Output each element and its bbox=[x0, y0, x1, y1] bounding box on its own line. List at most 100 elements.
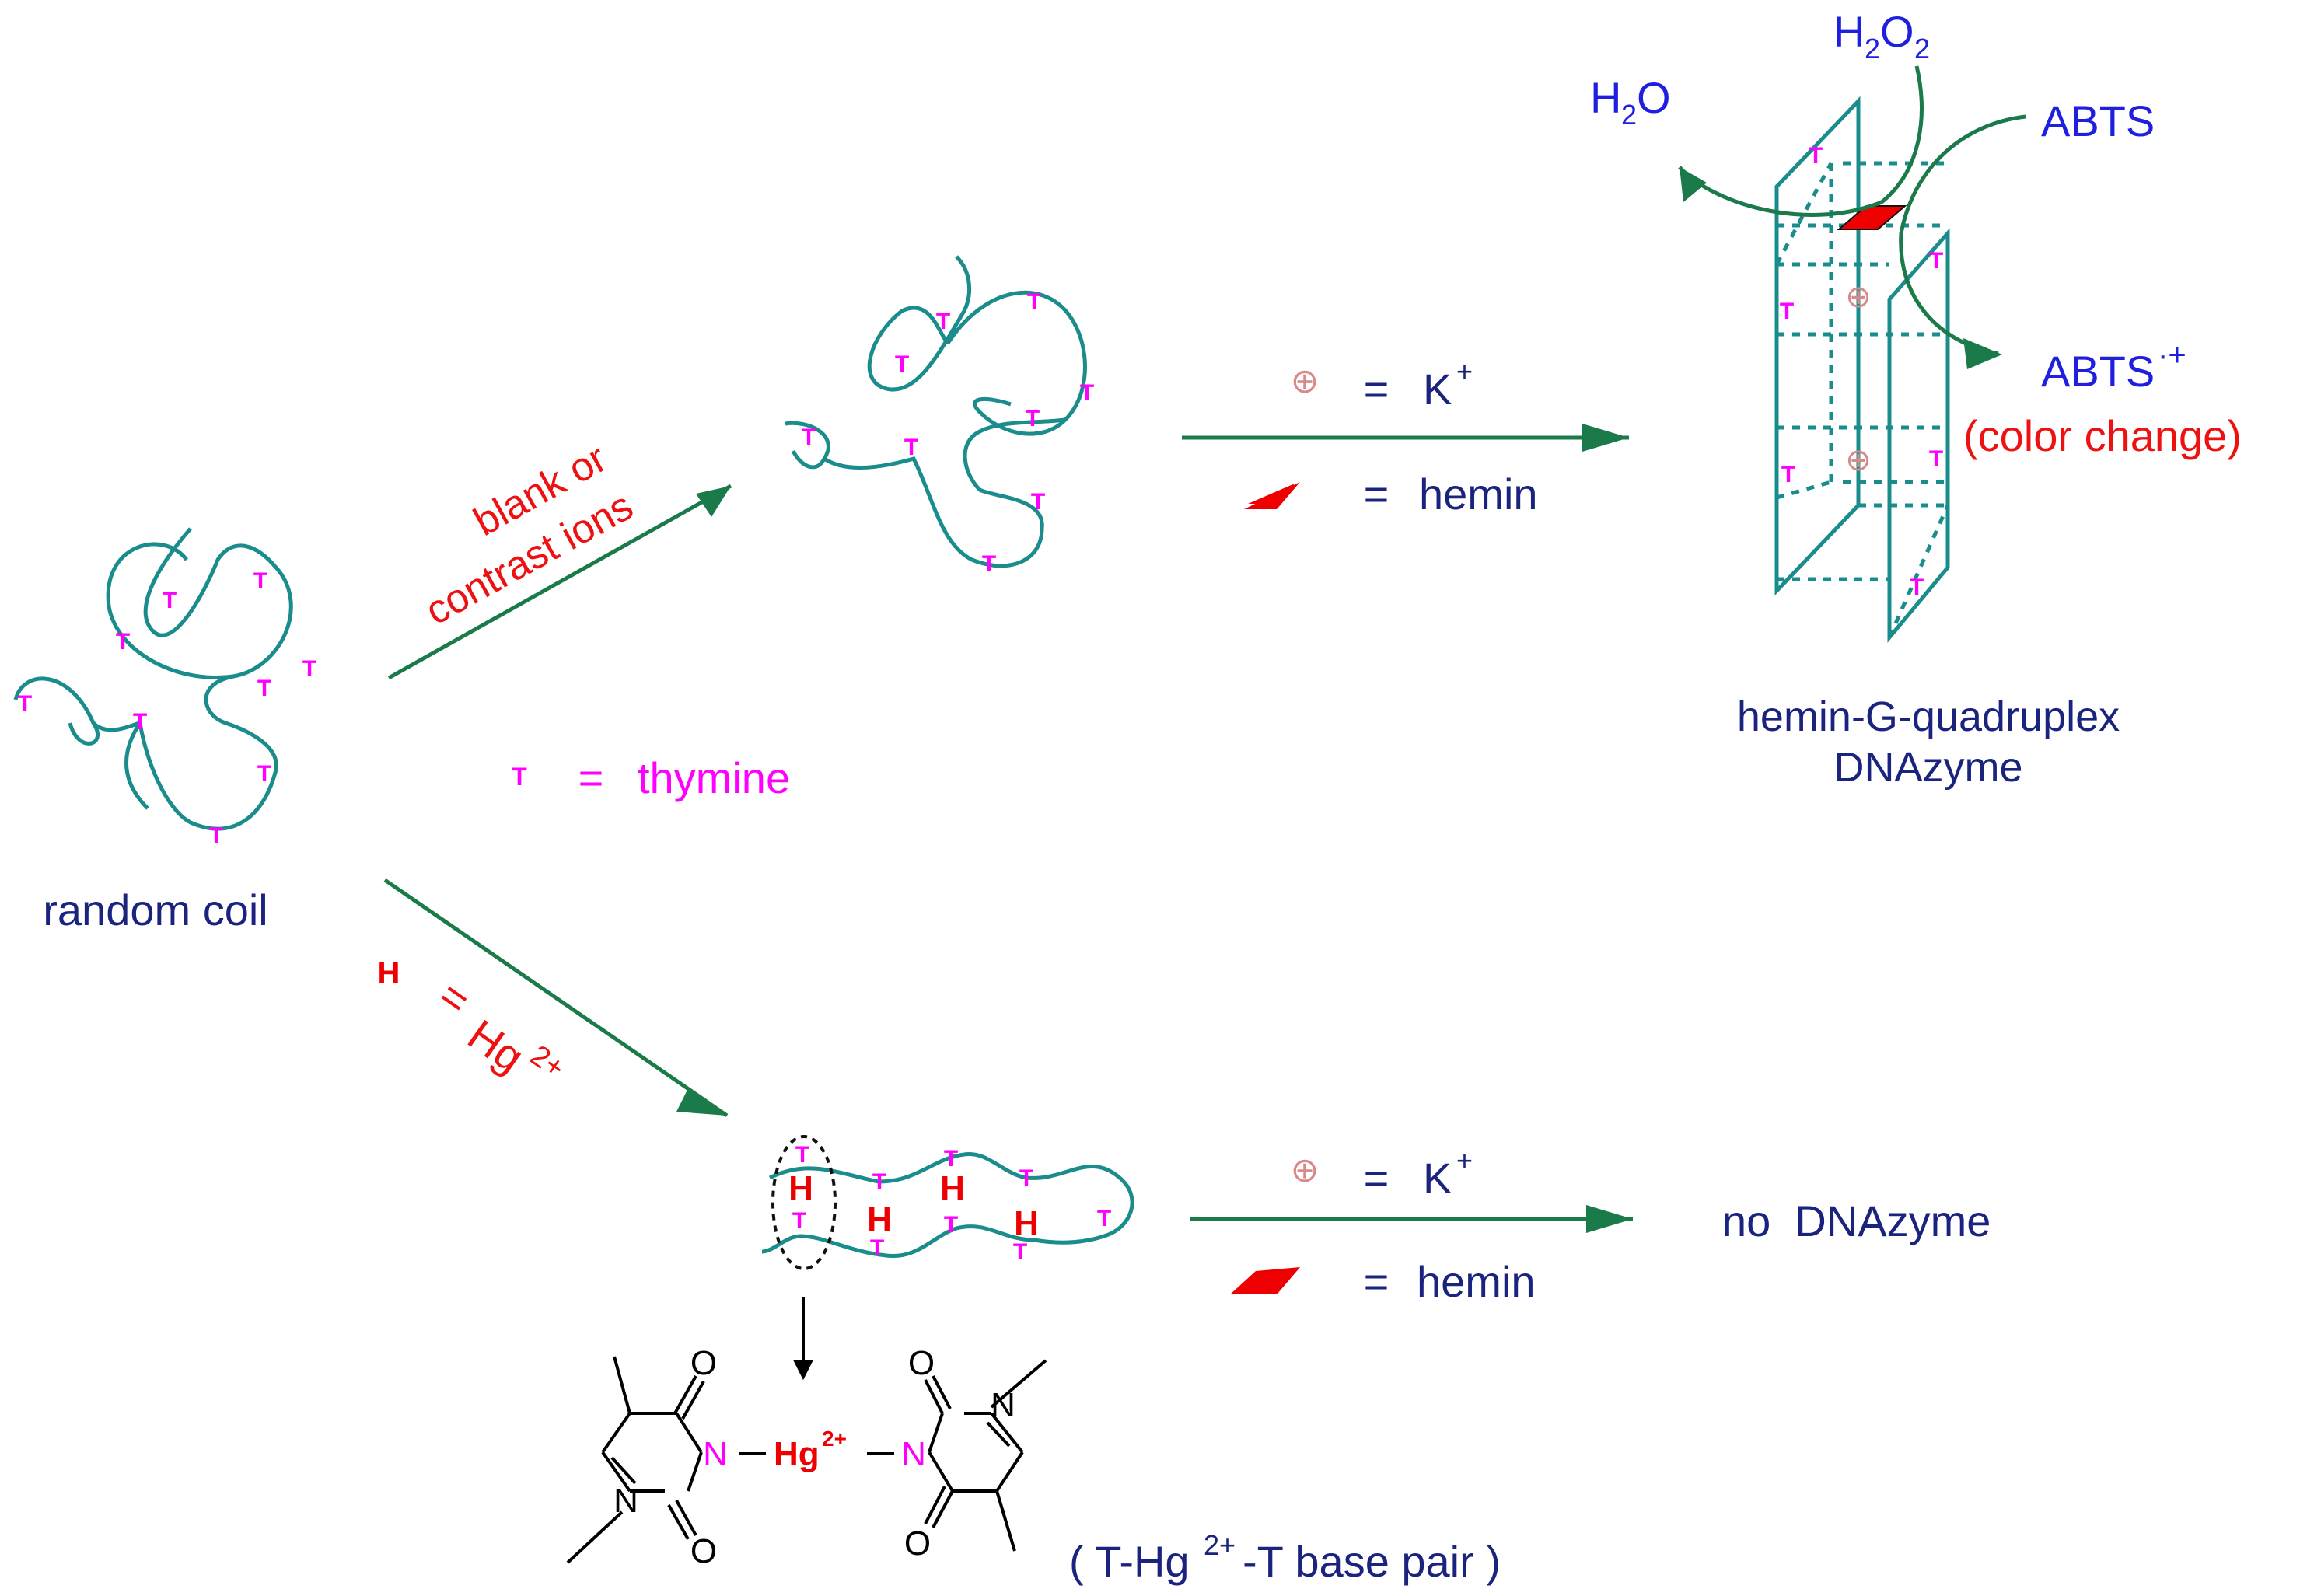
hg-center-sup: 2+ bbox=[822, 1427, 847, 1451]
thymine-mark: T bbox=[1013, 1239, 1027, 1265]
thymine-mark: T bbox=[1809, 143, 1823, 169]
t-hg-t-base-pair bbox=[566, 1356, 1047, 1564]
h2o-curve bbox=[1678, 166, 1882, 217]
abts-curve bbox=[1899, 114, 2026, 356]
k-ion-bottom: K bbox=[1423, 1154, 1452, 1203]
thymine-mark: T bbox=[257, 676, 271, 701]
h2o2-curve bbox=[1880, 65, 1924, 204]
hemin-eq-bottom: = bbox=[1364, 1257, 1389, 1306]
hg-mark: H bbox=[867, 1200, 892, 1238]
random-coil-thymines: T T T T T T T T T bbox=[18, 568, 316, 849]
thymine-mark: T bbox=[944, 1212, 958, 1238]
svg-text:2: 2 bbox=[1914, 33, 1930, 65]
thymine-mark: T bbox=[1080, 380, 1094, 406]
base-pair-caption-open: ( T-Hg bbox=[1069, 1537, 1190, 1586]
k-ion-top: K bbox=[1423, 365, 1452, 414]
thymine-legend-glyph: T bbox=[512, 763, 527, 791]
base-pair-caption-sup: 2+ bbox=[1204, 1529, 1236, 1561]
arrow-head bbox=[696, 486, 731, 517]
thymine-mark: T bbox=[802, 424, 816, 450]
thymine-legend-word: thymine bbox=[638, 753, 790, 802]
thymine-mark: T bbox=[870, 1235, 884, 1261]
thymine-mark: T bbox=[1019, 1165, 1033, 1191]
thymine-mark: T bbox=[895, 351, 909, 377]
arrow-head bbox=[1582, 424, 1629, 452]
h2o-label: H 2 O bbox=[1590, 73, 1671, 131]
random-coil-strand bbox=[13, 527, 293, 831]
abts-radical-sup: ·+ bbox=[2158, 338, 2186, 372]
base-pair-atoms: N N N N O O O O bbox=[613, 1344, 1015, 1570]
o-atom: O bbox=[904, 1524, 931, 1563]
thymine-mark: T bbox=[257, 761, 271, 787]
arrow-head bbox=[1586, 1205, 1633, 1233]
kplus-symbol-top: ⊕ bbox=[1291, 362, 1320, 400]
thymine-mark: T bbox=[1780, 299, 1794, 324]
hg-legend-glyph: H bbox=[378, 956, 400, 990]
svg-text:O: O bbox=[1637, 73, 1671, 122]
n-atom: N bbox=[991, 1386, 1015, 1424]
hemin-legend-top bbox=[1229, 482, 1300, 509]
thymine-mark: T bbox=[1026, 406, 1040, 431]
base-pair-highlight bbox=[771, 1135, 837, 1270]
random-coil-label: random coil bbox=[43, 885, 267, 934]
o-atom: O bbox=[908, 1344, 935, 1382]
hemin-on-quadruplex bbox=[1837, 205, 1907, 230]
kplus-in-quadruplex: ⊕ bbox=[1845, 443, 1872, 477]
arrow-to-hg bbox=[383, 878, 729, 1118]
k-sup-top: + bbox=[1456, 355, 1473, 387]
color-change-label: (color change) bbox=[1963, 411, 2242, 460]
thymine-legend-eq: = bbox=[578, 753, 604, 802]
thymine-mark: T bbox=[253, 568, 267, 594]
thymine-mark: T bbox=[944, 1146, 958, 1172]
g-quadruplex-structure bbox=[1774, 96, 1950, 643]
hg-legend-sup: 2+ bbox=[524, 1039, 571, 1085]
hg-legend-group: = Hg 2+ bbox=[430, 970, 571, 1085]
thymine-mark: T bbox=[302, 656, 316, 682]
n-atom: N bbox=[901, 1435, 926, 1473]
no-dnazyme-label: no DNAzyme bbox=[1722, 1196, 1991, 1245]
thymine-mark: T bbox=[1929, 446, 1943, 472]
kplus-in-quadruplex: ⊕ bbox=[1845, 280, 1872, 314]
n-atom: N bbox=[703, 1435, 728, 1473]
thymine-mark: T bbox=[18, 691, 32, 717]
hemin-word-bottom: hemin bbox=[1417, 1257, 1536, 1306]
svg-text:O: O bbox=[1880, 7, 1914, 56]
thymine-mark: T bbox=[1097, 1206, 1111, 1231]
hg-mark: H bbox=[940, 1169, 965, 1207]
hairpin-strand bbox=[761, 1151, 1134, 1259]
hg-legend-eq: = bbox=[430, 970, 479, 1025]
svg-text:H: H bbox=[1833, 7, 1865, 56]
thymine-mark: T bbox=[904, 435, 918, 460]
arrow-head bbox=[1680, 167, 1707, 202]
middle-coil-thymines: T T T T T T T T T bbox=[802, 289, 1094, 577]
svg-text:2: 2 bbox=[1865, 33, 1880, 65]
o-atom: O bbox=[690, 1344, 717, 1382]
thymine-mark: T bbox=[1027, 289, 1041, 315]
thymine-mark: T bbox=[133, 709, 147, 735]
thymine-mark: T bbox=[982, 551, 996, 577]
hg-legend-ion: Hg bbox=[460, 1010, 533, 1082]
svg-text:H: H bbox=[1590, 73, 1621, 122]
thymine-mark: T bbox=[1031, 489, 1045, 515]
abts-radical-label: ABTS bbox=[2041, 347, 2155, 396]
thymine-mark: T bbox=[163, 588, 177, 613]
hg-center-label: Hg bbox=[774, 1435, 820, 1473]
thymine-mark: T bbox=[1910, 574, 1924, 600]
hg-mark: H bbox=[788, 1169, 813, 1207]
arrow-head bbox=[1963, 338, 2002, 369]
thymine-mark: T bbox=[936, 309, 950, 334]
thymine-mark: T bbox=[792, 1208, 806, 1234]
arrow-to-blank bbox=[387, 484, 732, 680]
dnazyme-label-line2: DNAzyme bbox=[1833, 744, 2022, 791]
kplus-symbol-bottom: ⊕ bbox=[1291, 1151, 1320, 1189]
thymine-mark: T bbox=[116, 629, 130, 655]
k-eq-bottom: = bbox=[1364, 1154, 1389, 1203]
thymine-mark: T bbox=[795, 1142, 809, 1168]
quadruplex-thymines: T T T T T T bbox=[1780, 143, 1943, 600]
o-atom: O bbox=[690, 1532, 717, 1570]
k-sup-bottom: + bbox=[1456, 1144, 1473, 1176]
dnazyme-label-line1: hemin-G-quadruplex bbox=[1737, 693, 2120, 740]
base-pair-caption-close: -T base pair ) bbox=[1243, 1537, 1501, 1586]
n-atom: N bbox=[613, 1482, 638, 1520]
